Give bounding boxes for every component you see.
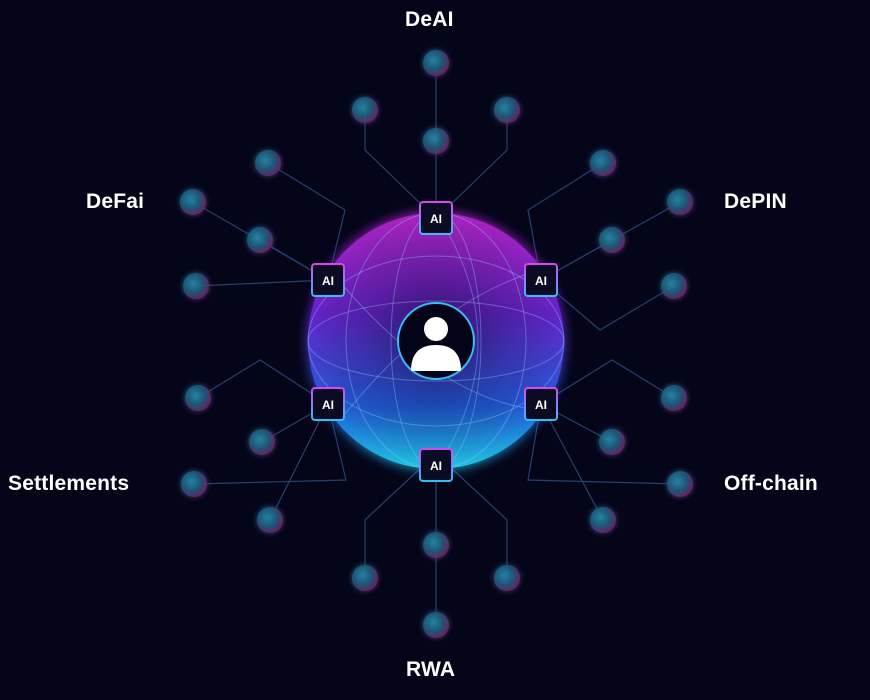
ai-chip-lower-left-label: AI — [322, 398, 334, 412]
label-depin: DePIN — [724, 190, 787, 213]
node-bottom-4 — [423, 612, 449, 638]
node-top-1 — [423, 50, 449, 76]
node-ul-3 — [247, 227, 273, 253]
node-lr-1 — [661, 385, 687, 411]
ai-chip-lower-left: AI — [311, 387, 345, 421]
node-top-3 — [352, 97, 378, 123]
node-lr-4 — [590, 507, 616, 533]
ai-chip-upper-left: AI — [311, 263, 345, 297]
ai-chips: AI AI AI AI AI AI — [311, 201, 558, 482]
ai-chip-top-label: AI — [430, 212, 442, 226]
node-ur-4 — [661, 273, 687, 299]
node-ll-4 — [257, 507, 283, 533]
node-ul-1 — [255, 150, 281, 176]
outer-nodes — [180, 50, 693, 638]
ai-chip-bottom-label: AI — [430, 459, 442, 473]
ai-chip-lower-right-label: AI — [535, 398, 547, 412]
ai-chip-lower-right: AI — [524, 387, 558, 421]
label-off-chain: Off-chain — [724, 472, 818, 495]
ai-chip-upper-left-label: AI — [322, 274, 334, 288]
node-top-4 — [494, 97, 520, 123]
ai-chip-upper-right: AI — [524, 263, 558, 297]
label-deai: DeAI — [405, 8, 454, 31]
label-settlements: Settlements — [8, 472, 130, 495]
node-lr-2 — [599, 429, 625, 455]
node-ll-2 — [249, 429, 275, 455]
node-bottom-2 — [352, 565, 378, 591]
node-ur-2 — [667, 189, 693, 215]
node-top-2 — [423, 128, 449, 154]
ai-chip-bottom: AI — [419, 448, 453, 482]
user-avatar-icon — [397, 302, 475, 380]
ai-chip-upper-right-label: AI — [535, 274, 547, 288]
node-ur-1 — [590, 150, 616, 176]
node-ul-4 — [183, 273, 209, 299]
node-bottom-1 — [423, 532, 449, 558]
node-ll-1 — [185, 385, 211, 411]
ai-chip-top: AI — [419, 201, 453, 235]
node-ur-3 — [599, 227, 625, 253]
label-rwa: RWA — [406, 658, 456, 681]
label-defai: DeFai — [86, 190, 145, 213]
node-ll-3 — [181, 471, 207, 497]
node-lr-3 — [667, 471, 693, 497]
node-ul-2 — [180, 189, 206, 215]
node-bottom-3 — [494, 565, 520, 591]
